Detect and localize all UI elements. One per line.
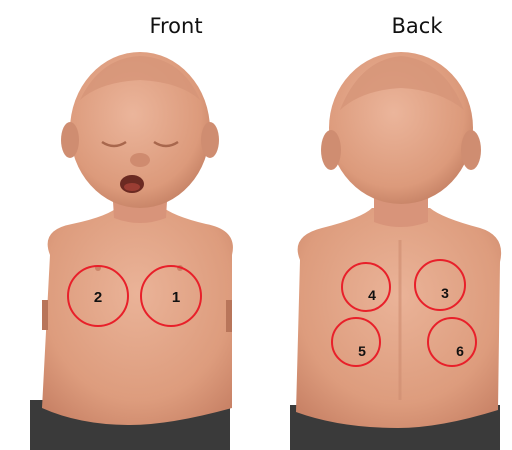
marker-label: 6 [456, 343, 464, 359]
front-ear-left [61, 122, 79, 158]
front-ear-right [201, 122, 219, 158]
front-nose [130, 153, 150, 167]
front-arm-stump-left [42, 300, 48, 330]
back-ear-left [321, 130, 341, 170]
marker-label: 5 [358, 343, 366, 359]
front-mouth-inner [124, 183, 140, 191]
front-manikin [30, 52, 233, 450]
marker-label: 3 [441, 285, 449, 301]
marker-label: 1 [172, 289, 180, 306]
marker-label: 2 [94, 289, 102, 306]
back-manikin [290, 52, 501, 450]
front-arm-stump-right [226, 300, 232, 332]
back-ear-right [461, 130, 481, 170]
front-torso [42, 205, 233, 425]
marker-label: 4 [368, 287, 376, 303]
